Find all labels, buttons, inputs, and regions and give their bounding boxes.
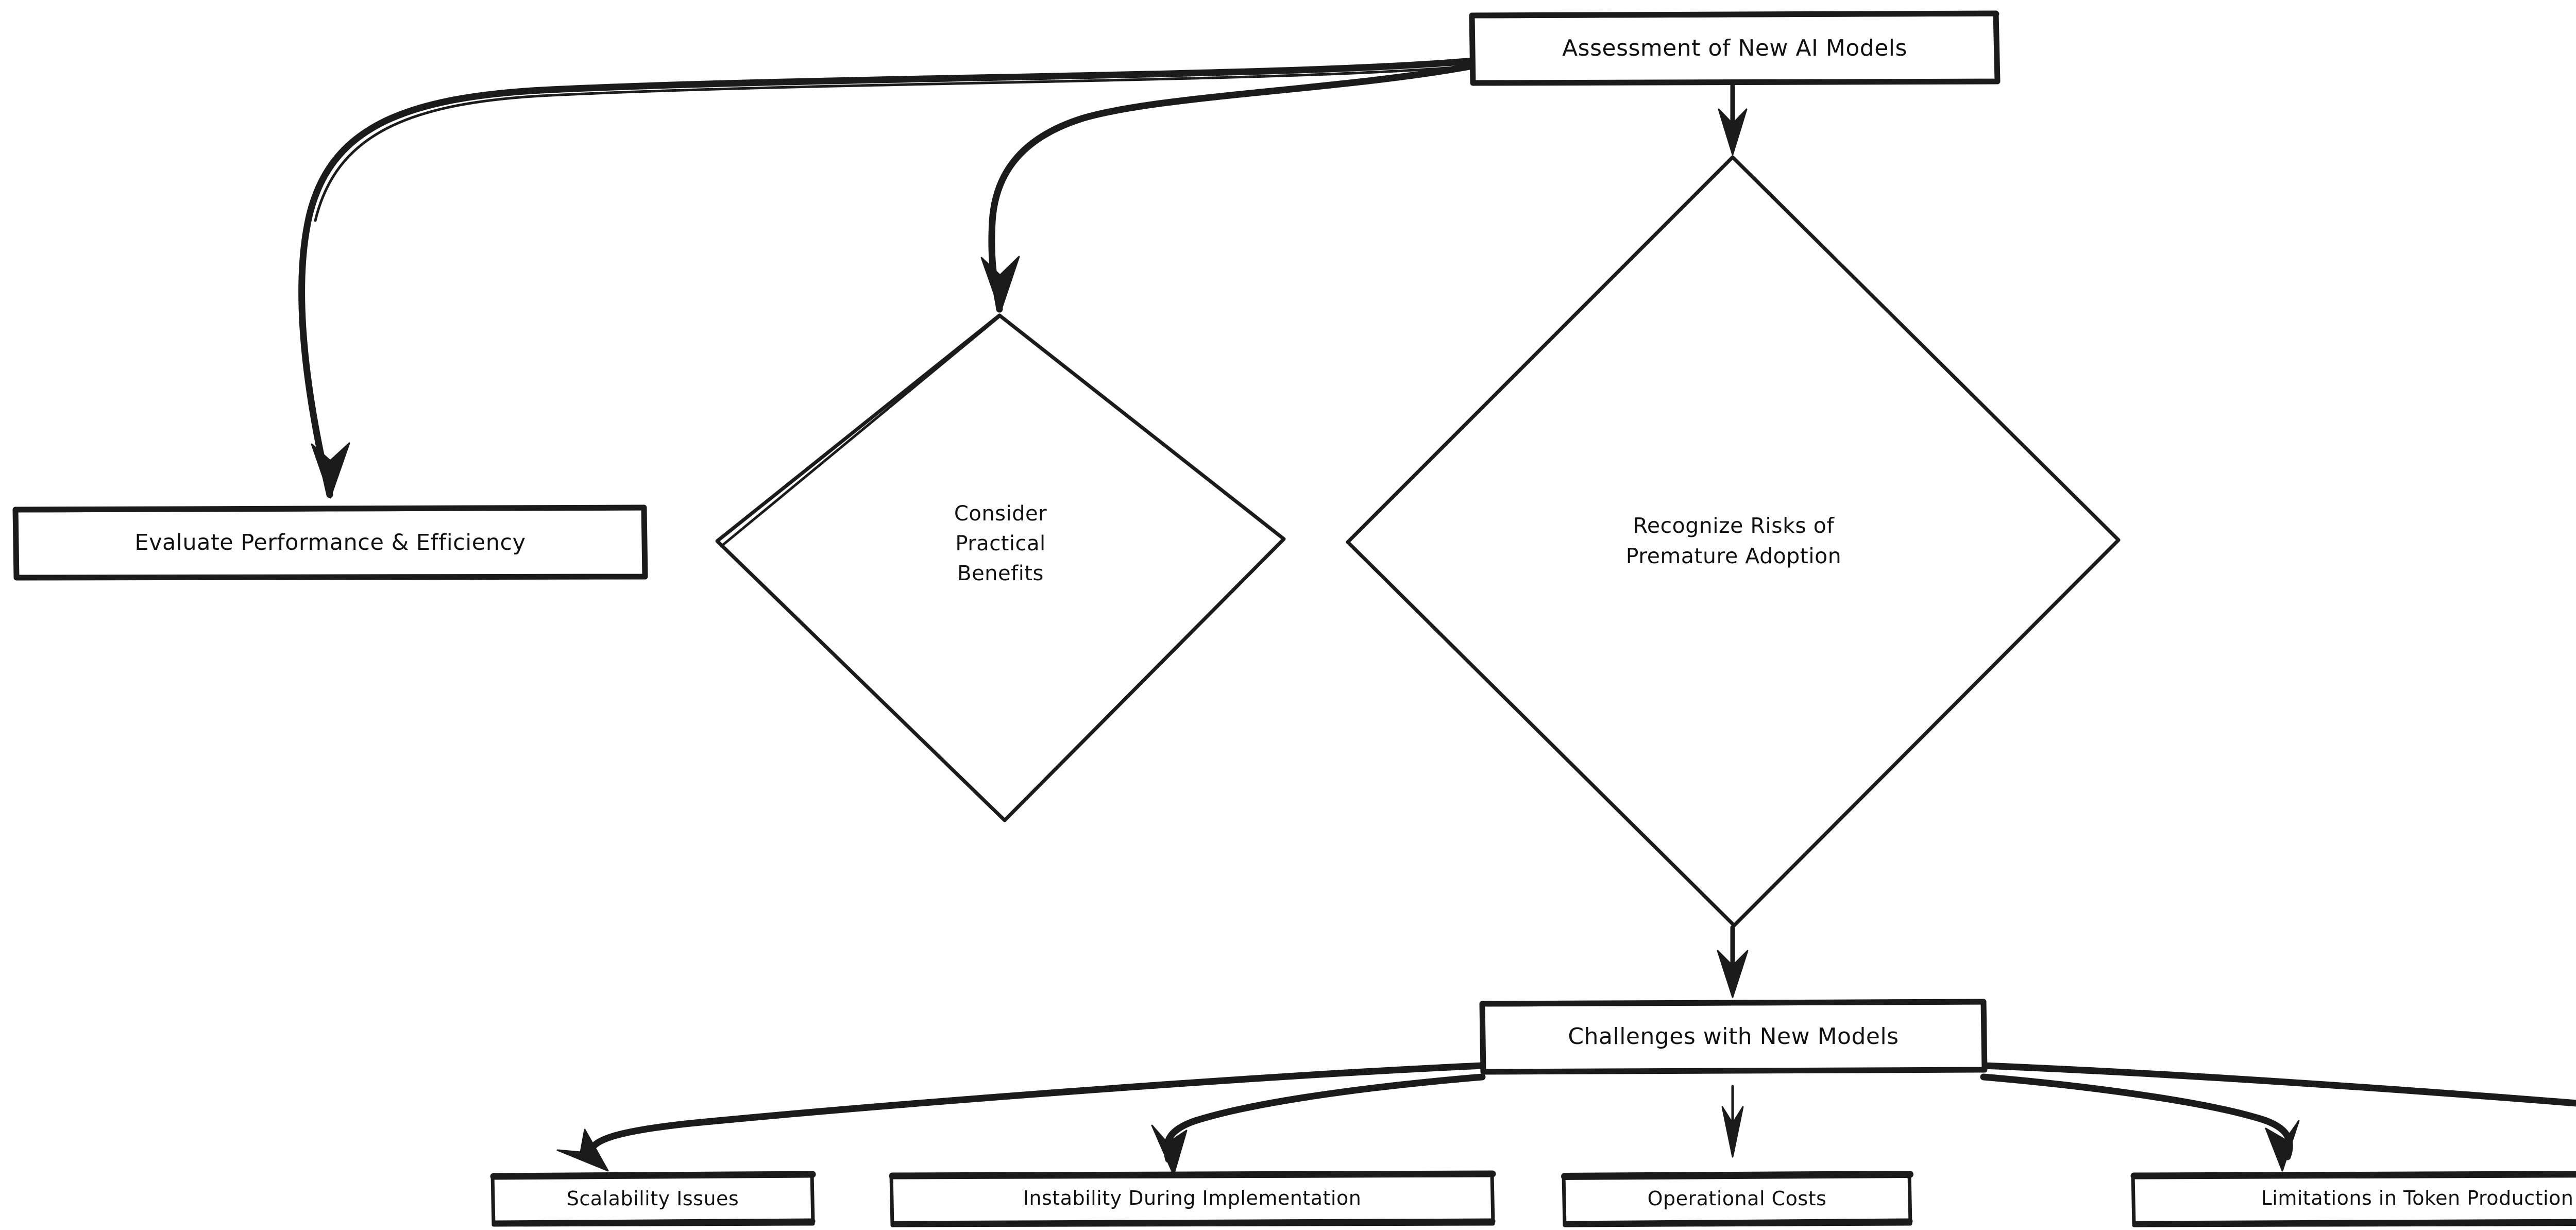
node-operational[interactable] xyxy=(1561,1171,1913,1227)
node-token-limits[interactable] xyxy=(2130,1171,2576,1227)
edge-challenges-to-operational xyxy=(1721,1085,1744,1158)
node-instability[interactable] xyxy=(889,1170,1496,1227)
node-assessment[interactable] xyxy=(1469,10,2001,86)
edge-challenges-to-scalability xyxy=(556,1062,1486,1172)
arrowhead-consider xyxy=(980,256,1020,313)
arrowhead-instability xyxy=(1151,1124,1188,1176)
node-evaluate[interactable] xyxy=(12,504,648,581)
node-scalability[interactable] xyxy=(490,1171,816,1227)
node-consider[interactable] xyxy=(715,313,1286,822)
edge-challenges-to-token-limits xyxy=(1980,1073,2300,1172)
arrowhead-operational xyxy=(1721,1106,1744,1158)
edge-challenges-to-instability xyxy=(1151,1073,1486,1176)
node-recognize[interactable] xyxy=(1346,155,2121,928)
arrowhead-evaluate xyxy=(311,442,350,499)
arrowhead-token-limits xyxy=(2265,1120,2300,1172)
edge-challenges-to-request-limits xyxy=(1980,1062,2576,1107)
edge-assessment-to-evaluate xyxy=(298,57,1476,499)
arrowhead-scalability xyxy=(556,1128,609,1172)
node-challenges[interactable] xyxy=(1479,999,1988,1075)
edge-recognize-to-challenges xyxy=(1717,925,1749,998)
edge-assessment-to-consider xyxy=(980,62,1476,313)
arrowhead-challenges xyxy=(1717,950,1749,998)
arrowhead-recognize xyxy=(1718,108,1748,156)
edge-assessment-to-recognize xyxy=(1718,81,1748,156)
